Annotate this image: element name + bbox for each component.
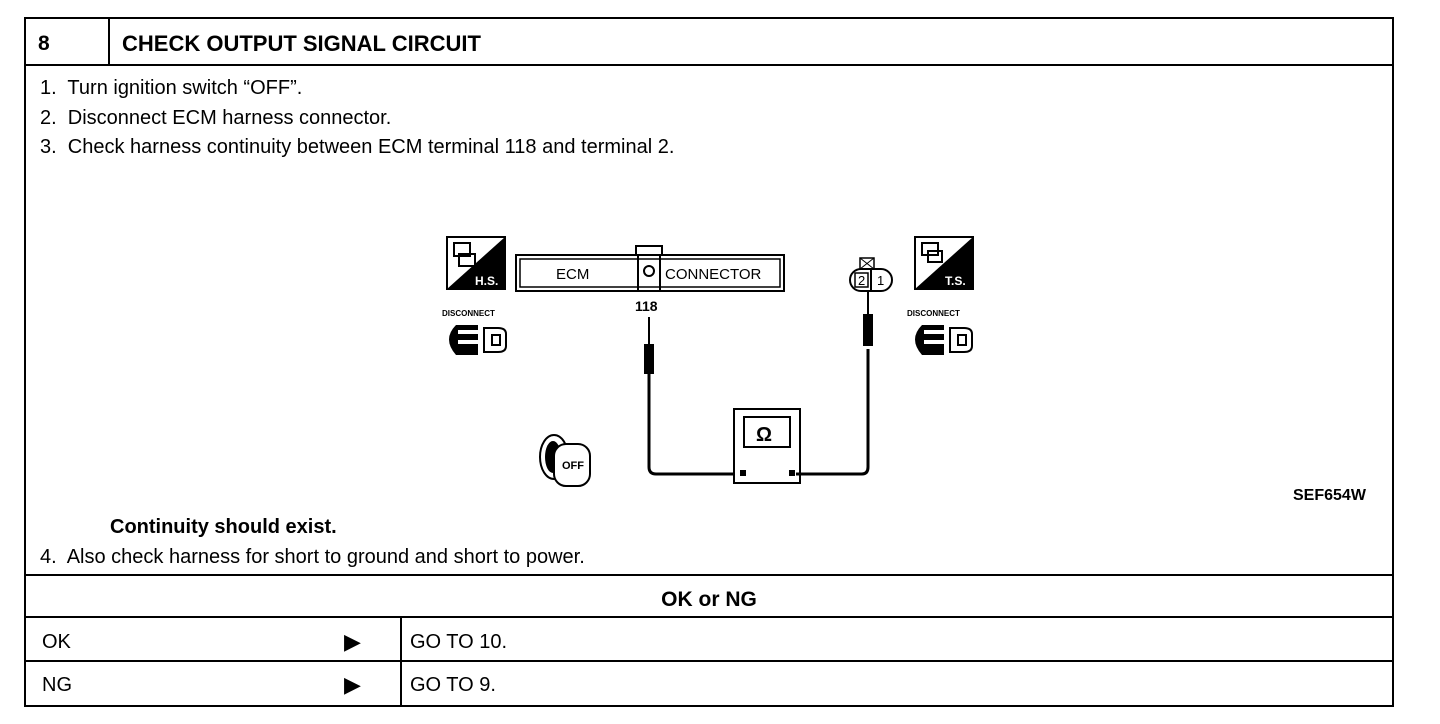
- ohmmeter-icon: Ω: [733, 408, 801, 484]
- arrow-right-icon: ▶: [344, 672, 361, 697]
- procedure-table: 8 CHECK OUTPUT SIGNAL CIRCUIT 1. Turn ig…: [24, 17, 1394, 707]
- disconnect-label-left: DISCONNECT: [442, 309, 495, 318]
- ignition-off-label: OFF: [562, 460, 584, 472]
- pin-1-label: 1: [877, 273, 884, 288]
- header-row: 8 CHECK OUTPUT SIGNAL CIRCUIT: [26, 19, 1392, 66]
- ohm-symbol: Ω: [756, 424, 772, 446]
- result-action-ng: GO TO 9.: [410, 674, 496, 696]
- terminal-118-label: 118: [635, 298, 658, 314]
- pin-2-label: 2: [858, 273, 865, 288]
- figure-id: SEF654W: [1293, 487, 1366, 504]
- result-label-ng: NG: [42, 674, 72, 696]
- expected-result: Continuity should exist.: [110, 516, 337, 538]
- probe-lead-left: [644, 317, 736, 476]
- ts-label: T.S.: [945, 274, 966, 288]
- result-label-ok: OK: [42, 631, 71, 653]
- ecm-connector: ECM CONNECTOR: [515, 245, 785, 292]
- hs-label: H.S.: [475, 274, 498, 288]
- terminal-connector: 2 1: [849, 257, 893, 292]
- connector-label: CONNECTOR: [665, 266, 762, 283]
- probe-lead-right: [796, 289, 873, 476]
- step-2: 2. Disconnect ECM harness connector.: [40, 107, 392, 129]
- step-title: CHECK OUTPUT SIGNAL CIRCUIT: [122, 31, 481, 56]
- step-1: 1. Turn ignition switch “OFF”.: [40, 77, 303, 99]
- ignition-key-icon: OFF: [539, 434, 591, 487]
- hs-badge: H.S.: [446, 236, 506, 290]
- result-action-ok: GO TO 10.: [410, 631, 508, 653]
- disconnect-connector-right-icon: [915, 325, 973, 355]
- step-number: 8: [38, 32, 50, 55]
- wiring-diagram: H.S. DISCONNECT ECM CONNECTOR 118: [442, 236, 974, 487]
- row-divider-2: [26, 660, 1392, 662]
- arrow-right-icon: ▶: [344, 629, 361, 654]
- divider-top: [26, 574, 1392, 576]
- disconnect-connector-left-icon: [449, 325, 507, 355]
- header-divider: [108, 19, 110, 64]
- row-divider-1: [26, 616, 1392, 618]
- disconnect-label-right: DISCONNECT: [907, 309, 960, 318]
- step-4: 4. Also check harness for short to groun…: [40, 546, 585, 568]
- ts-badge: T.S.: [914, 236, 974, 290]
- step-3: 3. Check harness continuity between ECM …: [40, 136, 675, 158]
- ecm-label: ECM: [556, 266, 589, 283]
- ok-ng-label: OK or NG: [661, 588, 757, 611]
